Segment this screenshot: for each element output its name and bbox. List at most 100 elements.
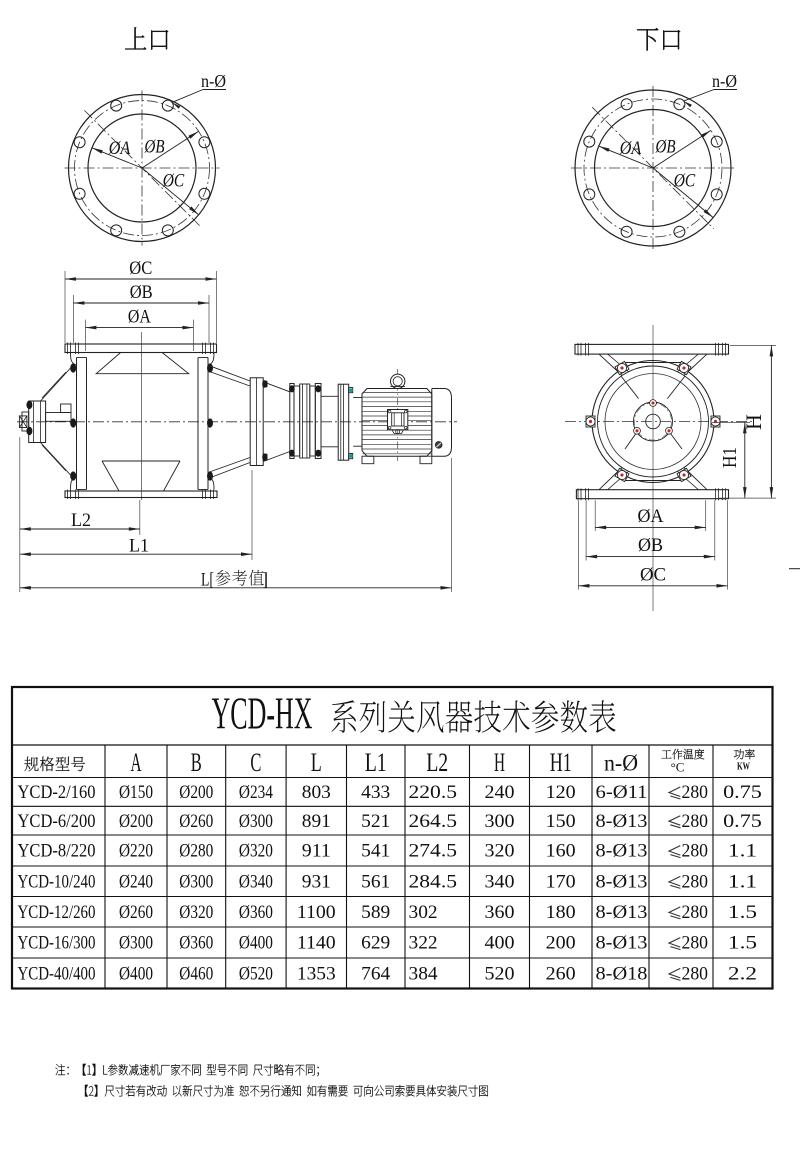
svg-text:8-Ø13: 8-Ø13 xyxy=(596,841,648,862)
svg-text:C: C xyxy=(250,748,261,777)
svg-text:L1: L1 xyxy=(365,748,387,777)
svg-text:8-Ø18: 8-Ø18 xyxy=(596,964,648,985)
svg-text:2.2: 2.2 xyxy=(728,964,757,985)
svg-text:ØA: ØA xyxy=(108,138,131,159)
svg-text:L[: L[ xyxy=(201,570,214,591)
svg-text:433: 433 xyxy=(361,782,390,803)
svg-text:264.5: 264.5 xyxy=(409,811,458,832)
svg-text:Ø400: Ø400 xyxy=(119,964,153,985)
svg-text:YCD-6/200: YCD-6/200 xyxy=(18,811,96,832)
svg-text:561: 561 xyxy=(361,872,390,893)
svg-text:300: 300 xyxy=(485,811,515,832)
svg-text:ØC: ØC xyxy=(162,171,185,192)
svg-text:280: 280 xyxy=(682,782,709,803)
svg-text:Ø300: Ø300 xyxy=(239,811,273,832)
svg-text:Ø200: Ø200 xyxy=(119,811,153,832)
svg-text:L2: L2 xyxy=(71,510,91,531)
svg-text:1100: 1100 xyxy=(297,902,336,923)
svg-text:Ø340: Ø340 xyxy=(239,872,273,893)
svg-text:280: 280 xyxy=(682,902,709,923)
svg-text:8-Ø13: 8-Ø13 xyxy=(596,902,648,923)
svg-text:150: 150 xyxy=(546,811,576,832)
svg-text:1.5: 1.5 xyxy=(728,902,757,923)
svg-text:340: 340 xyxy=(485,872,515,893)
svg-text:Ø220: Ø220 xyxy=(119,841,153,862)
svg-text:H: H xyxy=(494,748,505,777)
svg-text:0.75: 0.75 xyxy=(723,811,762,832)
svg-text:8-Ø13: 8-Ø13 xyxy=(596,872,648,893)
svg-text:Ø520: Ø520 xyxy=(239,964,273,985)
svg-text:1.1: 1.1 xyxy=(728,841,757,862)
svg-text:ØC: ØC xyxy=(129,258,152,279)
svg-text:280: 280 xyxy=(682,933,709,954)
svg-text:322: 322 xyxy=(409,933,438,954)
svg-text:L: L xyxy=(311,748,322,777)
svg-text:ØC: ØC xyxy=(640,564,666,585)
svg-text:Ø320: Ø320 xyxy=(239,841,273,862)
svg-text:200: 200 xyxy=(546,933,576,954)
svg-text:280: 280 xyxy=(682,841,709,862)
svg-text:931: 931 xyxy=(302,872,331,893)
svg-text:]: ] xyxy=(262,570,268,591)
svg-text:Ø300: Ø300 xyxy=(179,872,213,893)
svg-text:L2: L2 xyxy=(426,748,448,777)
svg-text:ØB: ØB xyxy=(655,137,676,158)
svg-text:384: 384 xyxy=(409,964,439,985)
svg-text:629: 629 xyxy=(361,933,390,954)
svg-text:A: A xyxy=(131,748,142,777)
svg-text:YCD-12/260: YCD-12/260 xyxy=(18,902,96,923)
svg-text:360: 360 xyxy=(485,902,515,923)
svg-text:302: 302 xyxy=(409,902,438,923)
svg-text:1.1: 1.1 xyxy=(728,872,757,893)
svg-text:180: 180 xyxy=(546,902,576,923)
svg-text:YCD-10/240: YCD-10/240 xyxy=(18,872,96,893)
svg-text:8-Ø13: 8-Ø13 xyxy=(596,933,648,954)
svg-text:ØC: ØC xyxy=(673,171,696,192)
svg-text:YCD-HX: YCD-HX xyxy=(212,689,313,739)
svg-text:240: 240 xyxy=(485,782,515,803)
svg-text:6-Ø11: 6-Ø11 xyxy=(596,782,648,803)
svg-text:803: 803 xyxy=(302,782,331,803)
svg-text:280: 280 xyxy=(682,811,709,832)
svg-text:260: 260 xyxy=(546,964,576,985)
svg-text:ØB: ØB xyxy=(144,137,165,158)
svg-text:891: 891 xyxy=(302,811,331,832)
svg-text:KW: KW xyxy=(737,762,750,773)
svg-text:n-Ø: n-Ø xyxy=(604,751,638,776)
svg-text:ØA: ØA xyxy=(638,506,664,527)
svg-text:1140: 1140 xyxy=(297,933,336,954)
svg-text:Ø200: Ø200 xyxy=(179,782,213,803)
svg-text:120: 120 xyxy=(546,782,576,803)
svg-text:541: 541 xyxy=(361,841,390,862)
svg-text:Ø240: Ø240 xyxy=(119,872,153,893)
svg-text:320: 320 xyxy=(485,841,515,862)
svg-text:220.5: 220.5 xyxy=(409,782,458,803)
svg-text:160: 160 xyxy=(546,841,576,862)
svg-text:n-Ø: n-Ø xyxy=(201,71,226,91)
svg-text:Ø360: Ø360 xyxy=(239,902,273,923)
svg-text:520: 520 xyxy=(485,964,515,985)
svg-text:Ø320: Ø320 xyxy=(179,902,213,923)
svg-text:YCD-16/300: YCD-16/300 xyxy=(18,933,96,954)
svg-text:589: 589 xyxy=(361,902,390,923)
svg-text:280: 280 xyxy=(682,964,709,985)
svg-text:n-Ø: n-Ø xyxy=(712,71,737,91)
svg-text:Ø260: Ø260 xyxy=(179,811,213,832)
svg-text:Ø260: Ø260 xyxy=(119,902,153,923)
svg-text:274.5: 274.5 xyxy=(409,841,458,862)
svg-text:170: 170 xyxy=(546,872,576,893)
svg-text:ØA: ØA xyxy=(128,307,151,328)
svg-text:B: B xyxy=(191,748,202,777)
svg-text:H1: H1 xyxy=(550,748,572,777)
svg-text:Ø300: Ø300 xyxy=(119,933,153,954)
svg-text:Ø360: Ø360 xyxy=(179,933,213,954)
svg-text:YCD-2/160: YCD-2/160 xyxy=(18,782,96,803)
svg-text:280: 280 xyxy=(682,872,709,893)
svg-text:1.5: 1.5 xyxy=(728,933,757,954)
svg-text:ØA: ØA xyxy=(619,138,642,159)
svg-text:400: 400 xyxy=(485,933,515,954)
svg-text:Ø400: Ø400 xyxy=(239,933,273,954)
svg-text:°C: °C xyxy=(671,760,685,775)
svg-text:ØB: ØB xyxy=(130,282,153,303)
svg-text:H1: H1 xyxy=(719,447,741,468)
